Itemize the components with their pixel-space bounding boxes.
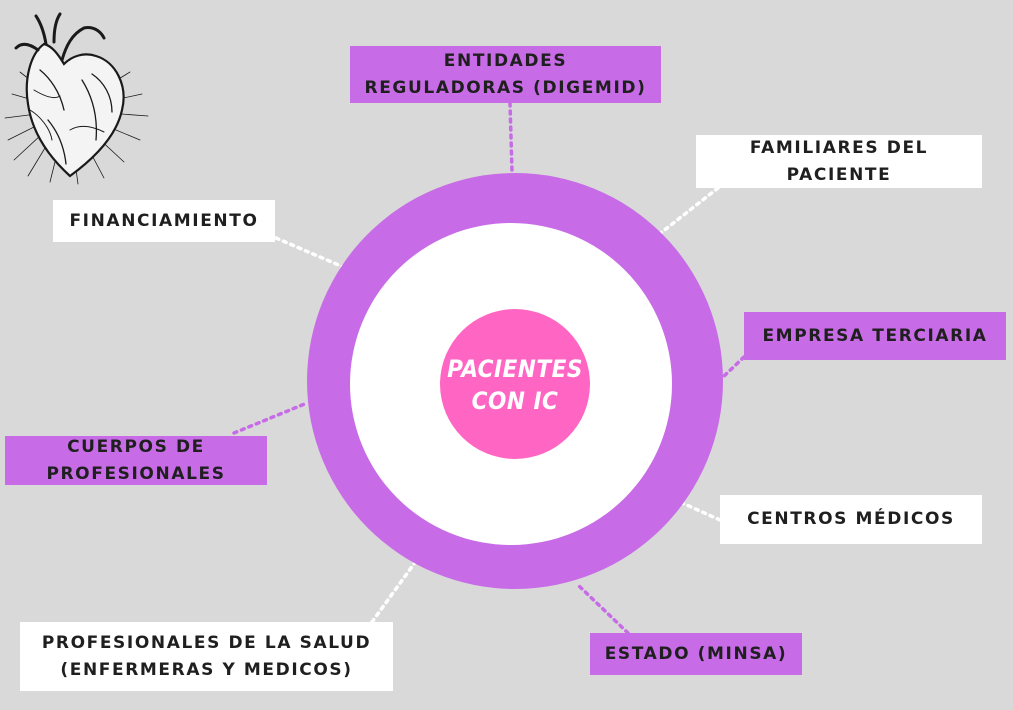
node-label: ESTADO (MINSA) xyxy=(604,643,788,664)
node-label: ENTIDADES REGULADORAS (DIGEMID) xyxy=(364,50,647,98)
center-circle xyxy=(440,309,590,459)
connector-cuerpos xyxy=(232,401,309,435)
node-label: EMPRESA TERCIARIA xyxy=(762,325,988,346)
node-estado-minsa: ESTADO (MINSA) xyxy=(590,633,802,675)
node-label: FAMILIARES DEL PACIENTE xyxy=(749,137,929,185)
anatomical-heart-icon xyxy=(4,12,149,185)
node-empresa-terciaria: EMPRESA TERCIARIA xyxy=(744,312,1006,360)
node-label: CENTROS MÉDICOS xyxy=(747,509,955,529)
node-label: FINANCIAMIENTO xyxy=(69,210,259,231)
node-label: CUERPOS DE PROFESIONALES xyxy=(46,436,226,484)
center-label: PACIENTES CON IC xyxy=(447,355,583,415)
node-centros-medicos: CENTROS MÉDICOS xyxy=(720,495,982,544)
node-financiamiento: FINANCIAMIENTO xyxy=(53,200,275,242)
connector-empresa xyxy=(720,355,746,380)
node-cuerpos-de-profesionales: CUERPOS DE PROFESIONALES xyxy=(5,436,267,485)
node-profesionales-de-la-salud: PROFESIONALES DE LA SALUD (ENFERMERAS Y … xyxy=(20,622,393,691)
node-entidades-reguladoras: ENTIDADES REGULADORAS (DIGEMID) xyxy=(350,46,661,103)
node-familiares-del-paciente: FAMILIARES DEL PACIENTE xyxy=(696,135,982,188)
node-label: PROFESIONALES DE LA SALUD (ENFERMERAS Y … xyxy=(41,632,372,680)
connector-estado xyxy=(576,583,630,635)
connector-entidades xyxy=(508,101,514,174)
